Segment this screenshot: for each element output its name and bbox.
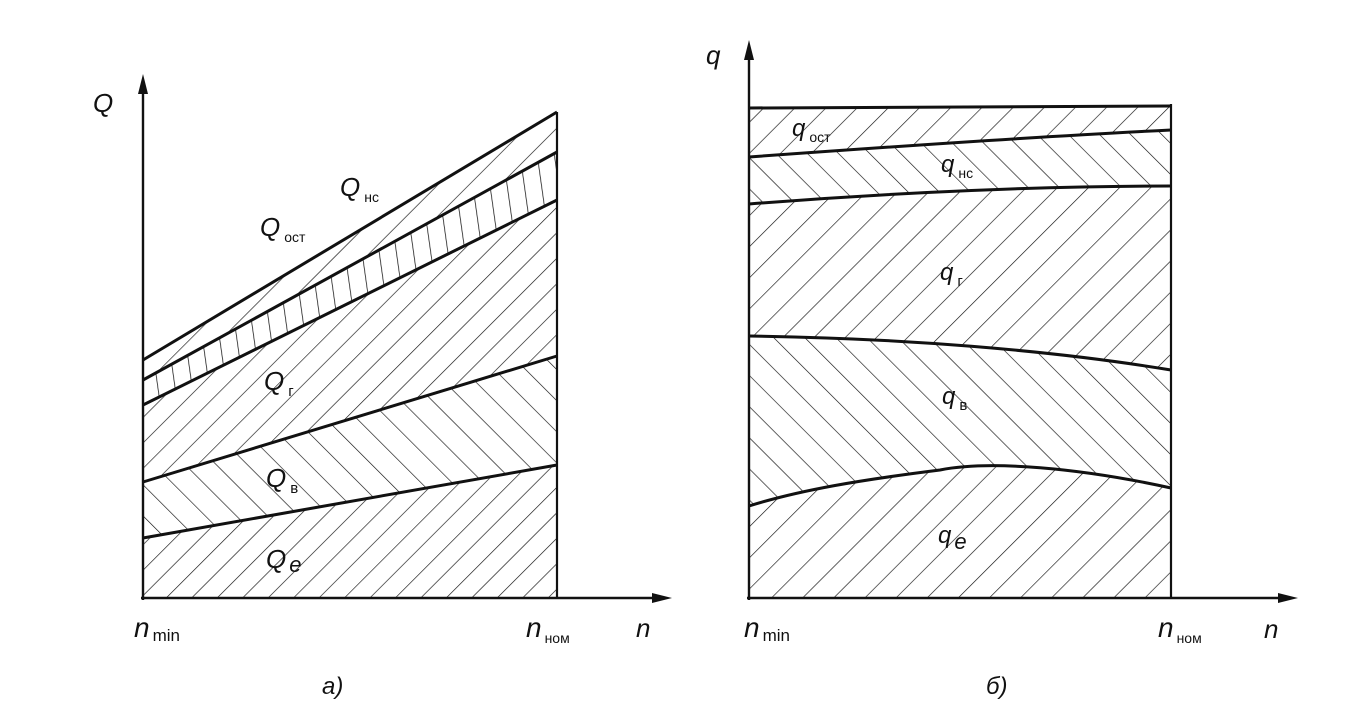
curve-b-e-top	[748, 464, 1172, 508]
region-a-g	[143, 200, 557, 482]
caption-b: б)	[986, 673, 1008, 700]
arrow-a-x-icon	[652, 593, 672, 603]
arrow-b-x-icon	[1278, 593, 1298, 603]
curve-a-v-top	[142, 354, 558, 484]
curve-a-ost-top	[142, 110, 558, 362]
arrow-b-y-icon	[744, 40, 754, 60]
arrow-a-y-icon	[138, 74, 148, 94]
curve-a-ns-top	[142, 150, 558, 382]
region-b-ost	[749, 106, 1171, 157]
region-b-v	[749, 336, 1171, 506]
curve-b-v-top	[748, 334, 1172, 372]
region-a-ost	[143, 112, 557, 380]
region-b-e	[749, 465, 1171, 598]
region-b-g	[749, 186, 1171, 370]
curve-b-ost-top	[748, 104, 1172, 110]
region-a-ns	[143, 152, 557, 405]
region-a-e	[143, 465, 557, 598]
curve-b-g-top	[748, 184, 1172, 206]
curve-b-ns-top	[748, 128, 1172, 159]
curve-a-g-top	[142, 198, 558, 407]
caption-a: а)	[322, 673, 343, 700]
curve-a-e-top	[142, 463, 558, 540]
region-a-v	[143, 356, 557, 538]
axis-label-a-y: Q	[93, 88, 113, 118]
region-b-ns	[749, 130, 1171, 204]
axis-label-b-y: q	[706, 40, 721, 70]
axis-label-b-x: n	[1264, 614, 1278, 644]
axis-label-a-x: n	[636, 613, 650, 643]
